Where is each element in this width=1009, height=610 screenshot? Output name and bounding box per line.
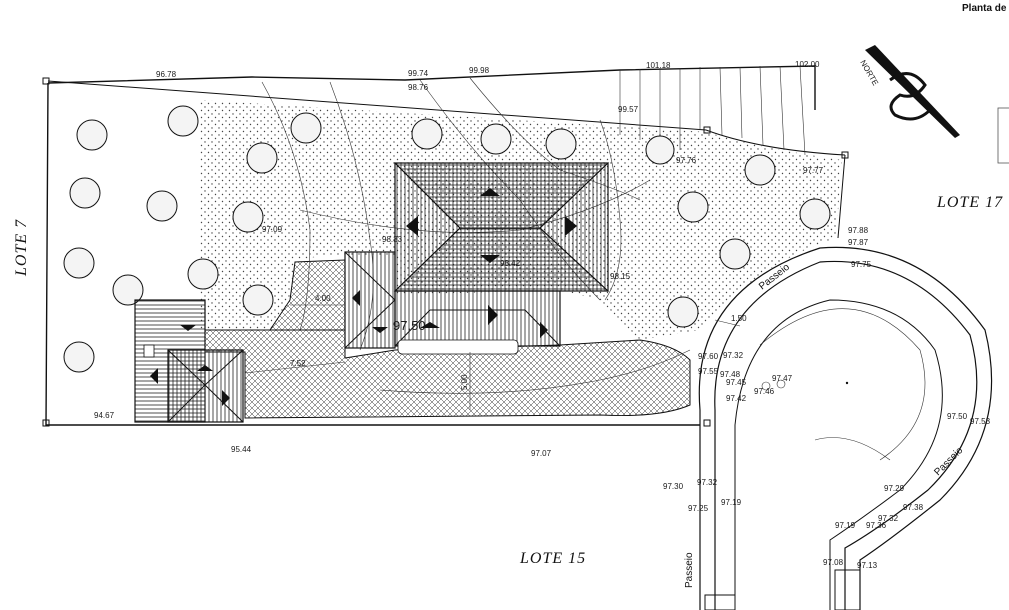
slope-lines: [619, 65, 806, 156]
lot-boundary: [42, 65, 849, 427]
elevation-label: 99.57: [618, 105, 639, 114]
dimension-label: 5.00: [460, 374, 469, 390]
elevation-label: 97.19: [835, 521, 856, 530]
elevation-label: 97.53: [970, 417, 991, 426]
elevation-label: 102.00: [795, 60, 820, 69]
north-arrow-icon: NORTE: [858, 45, 960, 138]
elevation-label: 96.78: [156, 70, 177, 79]
elevation-label: 97.07: [531, 449, 552, 458]
trees: [63, 105, 831, 373]
house-roof: [344, 162, 610, 355]
sidewalk-label-bottom: Passeio: [684, 552, 695, 588]
elevation-label: 97.60: [698, 352, 719, 361]
lot-label-right: LOTE 17: [936, 194, 1003, 211]
elevation-label: 97.50: [947, 412, 968, 421]
elevation-label: 94.67: [94, 411, 115, 420]
lot-label-bottom: LOTE 15: [519, 550, 586, 567]
north-label: NORTE: [858, 59, 880, 88]
elevation-label: 98.42: [500, 259, 521, 268]
cul-de-sac-road: [698, 246, 993, 610]
elevation-label: 99.74: [408, 69, 429, 78]
elevation-label: 97.46: [754, 387, 775, 396]
elevation-label: 97.13: [857, 561, 878, 570]
elevation-label: 98.33: [382, 235, 403, 244]
elevation-label: 97.55: [698, 367, 719, 376]
elevation-label: 97.25: [688, 504, 709, 513]
elevation-label: 97.88: [848, 226, 869, 235]
elevation-label: 97.75: [851, 260, 872, 269]
elevation-label: 97.29: [884, 484, 905, 493]
elevation-label: 95.44: [231, 445, 252, 454]
dimension-label: 7.52: [290, 359, 306, 368]
elevation-label: 97.76: [676, 156, 697, 165]
elevation-label: 98.15: [610, 272, 631, 281]
legend-box-edge: [997, 107, 1009, 164]
elevation-label: 97.36: [866, 521, 887, 530]
elevation-label: 97.87: [848, 238, 869, 247]
elevation-label: 97.42: [726, 394, 747, 403]
elevation-label: 97.32: [697, 478, 718, 487]
elevation-label: 98.76: [408, 83, 429, 92]
elevation-label: 97.45: [726, 378, 747, 387]
elevation-label: 97.32: [878, 514, 899, 523]
dimension-label: 4.00: [315, 294, 331, 303]
dimension-lines: 4.00 7.52 5.00 1.50: [244, 294, 747, 410]
dimension-label: 1.50: [731, 314, 747, 323]
elevation-label: 97.77: [803, 166, 824, 175]
elevation-label: 97.19: [721, 498, 742, 507]
annex-roof: [134, 299, 244, 423]
drawing-title: Planta de: [962, 3, 1007, 14]
elevation-label: 97.30: [663, 482, 684, 491]
paved-driveway: [204, 329, 691, 419]
elevation-label: 97.38: [903, 503, 924, 512]
sidewalk-label-right: Passeio: [932, 445, 965, 478]
elevation-label: 97.47: [772, 374, 793, 383]
elevation-label: 97.32: [723, 351, 744, 360]
elevation-label: 101.18: [646, 61, 671, 70]
elevation-label: 97.08: [823, 558, 844, 567]
elevation-label: 97.09: [262, 225, 283, 234]
lot-label-left: LOTE 7: [13, 219, 30, 277]
elevation-label: 97.48: [720, 370, 741, 379]
elevation-labels: 96.78 99.74 99.98 98.76 101.18 102.00 99…: [94, 60, 991, 570]
elevation-label: 97.50: [393, 318, 426, 333]
elevation-label: 99.98: [469, 66, 490, 75]
